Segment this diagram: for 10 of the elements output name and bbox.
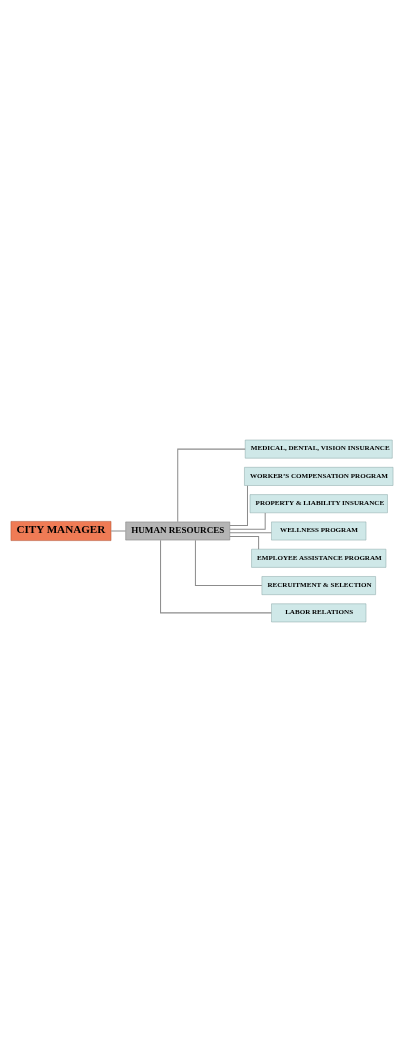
connector: [177, 448, 246, 522]
connector: [229, 531, 272, 533]
connector: [160, 539, 272, 613]
connector: [194, 539, 263, 586]
connector: [229, 511, 266, 530]
connector: [229, 535, 260, 550]
node-box: CITY MANAGER: [10, 520, 112, 541]
node-box: HUMAN RESOURCES: [125, 521, 231, 540]
connector: [229, 484, 248, 526]
connector: [110, 530, 127, 531]
